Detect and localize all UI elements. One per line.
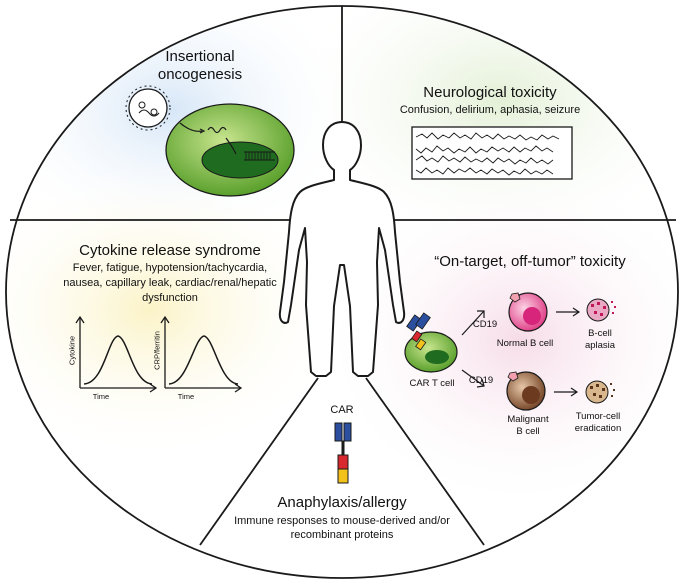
malignant-label-1: Malignant [507,414,549,425]
malignant-label-2: B cell [516,426,540,437]
eradication-label-2: eradication [574,423,622,434]
normal-b-cell-label: Normal B cell [496,338,554,349]
anaphylaxis-line-1: Immune responses to mouse-derived and/or [234,515,450,527]
crs-line-2: nausea, capillary leak, cardiac/renal/he… [63,277,277,289]
crp-ferritin-ylabel: CRP/ferritin [152,331,162,370]
cytokine-plot [75,315,158,393]
arrow-to-aplasia [556,307,581,317]
on-target-title: “On-target, off-tumor” toxicity [434,253,626,270]
aplasia-label-2: aplasia [584,340,616,351]
car-label: CAR [330,404,354,416]
insertional-title-2: oncogenesis [157,66,243,83]
infected-cell-icon [165,103,295,197]
cd19-label-2: CD19 [468,375,494,386]
insertional-title-1: Insertional [165,48,235,65]
time-label-2: Time [177,392,195,401]
arrows-from-car-t [461,310,485,388]
crs-line-3: dysfunction [142,292,198,304]
time-label-1: Time [92,392,110,401]
neuro-title: Neurological toxicity [423,84,557,101]
crp-ferritin-plot [160,315,243,393]
neuro-subtitle: Confusion, delirium, aphasia, seizure [399,104,581,116]
divider-bottom-left [199,377,319,546]
car-t-cell-icon [404,312,458,373]
malignant-b-cell-icon [506,371,546,411]
cytokine-ylabel: Cytokine [67,335,77,366]
anaphylaxis-line-2: recombinant proteins [290,529,394,541]
normal-b-cell-icon [508,292,548,332]
anaphylaxis-title: Anaphylaxis/allergy [277,494,407,511]
tumor-cell-eradication-icon [585,380,615,404]
car-t-cell-label: CAR T cell [409,378,455,389]
virus-icon [125,85,171,131]
b-cell-aplasia-icon [586,298,616,322]
car-construct-icon [334,422,352,484]
divider-bottom-right [365,377,485,546]
eradication-label-1: Tumor-cell [575,411,621,422]
crs-title: Cytokine release syndrome [79,242,261,259]
aplasia-label-1: B-cell [588,328,612,339]
human-figure [278,121,406,377]
eeg-trace-icon [411,126,573,180]
cd19-label-1: CD19 [472,319,498,330]
crs-line-1: Fever, fatigue, hypotension/tachycardia, [72,262,268,274]
arrow-to-eradication [554,387,579,397]
